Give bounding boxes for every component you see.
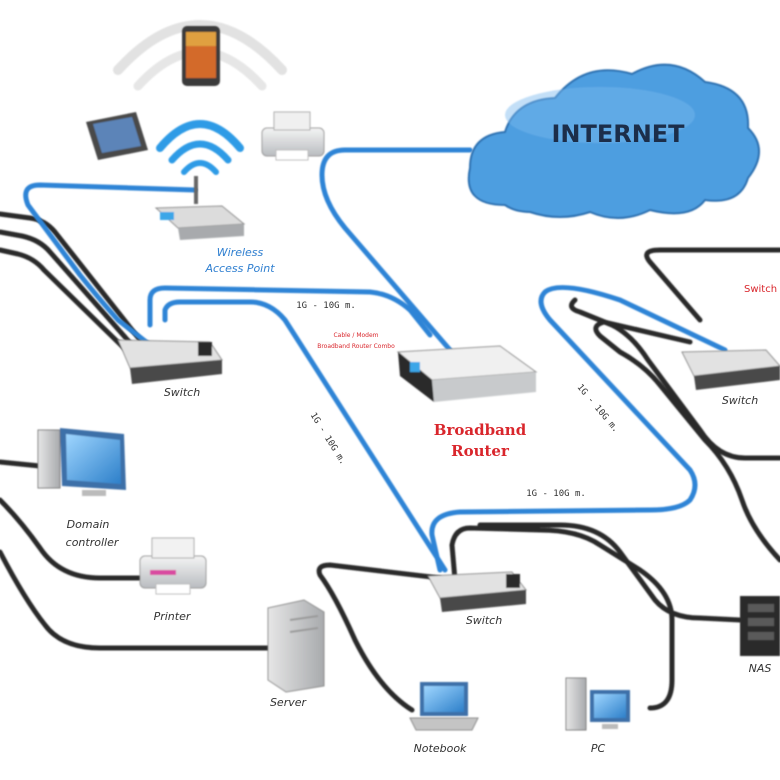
cable-left-center-switch — [162, 299, 448, 573]
notebook: Notebook — [409, 682, 479, 755]
switch-center-label: Switch — [466, 614, 502, 627]
nas: NAS — [740, 596, 780, 675]
access-point-label-1: Wireless — [217, 246, 264, 259]
nas-icon — [740, 596, 780, 656]
switch-center: Switch — [427, 571, 527, 627]
domain-controller-label-2: controller — [66, 536, 120, 549]
broadband-router: Cable / Modem Broadband Router Combo Bro… — [317, 332, 538, 460]
switch-right-note: Switch — [744, 284, 777, 295]
pc-label: PC — [591, 742, 606, 755]
cable-right-1 — [644, 247, 780, 323]
printer-icon — [139, 537, 207, 595]
cable-label-2: 1G - 10G m. — [308, 411, 348, 467]
monitor-icon — [37, 428, 126, 496]
server-icon — [267, 599, 325, 693]
cable-server — [0, 549, 273, 651]
router-label-2: Router — [451, 442, 510, 460]
internet-cloud: INTERNET — [467, 63, 760, 220]
pc-icon — [565, 677, 630, 731]
cloud-icon — [467, 63, 760, 220]
cable-right-2 — [569, 297, 780, 461]
tablet-icon — [86, 112, 148, 160]
cable-notebook — [316, 562, 443, 713]
cable-ap-left-switch — [23, 182, 198, 348]
printer: Printer — [139, 537, 207, 623]
cable-pc — [449, 525, 675, 711]
notebook-label: Notebook — [414, 742, 467, 755]
internet-label: INTERNET — [551, 120, 685, 148]
switch-icon — [681, 349, 780, 390]
pc: PC — [565, 677, 630, 755]
router-label-1: Broadband — [434, 421, 527, 439]
switch-icon — [117, 339, 223, 384]
server-label: Server — [270, 696, 308, 709]
router-icon — [396, 345, 538, 402]
switch-icon — [427, 571, 527, 612]
blue-cables — [23, 147, 728, 573]
cable-label-4: 1G - 10G m. — [526, 489, 586, 499]
cable-labels: 1G - 10G m. 1G - 10G m. 1G - 10G m. 1G -… — [296, 301, 620, 499]
switch-right: Switch Switch — [681, 284, 780, 407]
cable-left-3 — [0, 247, 129, 353]
access-point-icon — [154, 176, 246, 240]
cable-label-1: 1G - 10G m. — [296, 301, 356, 311]
smartphone-icon — [182, 26, 220, 86]
cable-printer — [0, 497, 143, 581]
nas-label: NAS — [749, 662, 772, 675]
cable-left-switch-router — [147, 285, 433, 338]
router-note-1: Cable / Modem — [333, 332, 378, 339]
switch-left-label: Switch — [164, 386, 200, 399]
domain-controller-label-1: Domain — [67, 518, 110, 531]
access-point-label-2: Access Point — [204, 262, 275, 275]
cable-nas — [477, 522, 743, 623]
domain-controller: Domain controller — [37, 428, 126, 549]
router-note-2: Broadband Router Combo — [317, 343, 395, 350]
cable-right-3 — [593, 319, 780, 563]
wireless-area: Wireless Access Point — [86, 20, 325, 275]
switch-right-label: Switch — [722, 394, 758, 407]
printer-label: Printer — [154, 610, 192, 623]
switch-left: Switch — [117, 339, 223, 399]
printer-icon — [261, 111, 325, 161]
cable-router-internet — [319, 147, 473, 353]
cable-domain-controller — [0, 459, 43, 469]
cable-left-2 — [0, 229, 135, 348]
black-cables — [0, 211, 780, 713]
cable-right-center-switch — [429, 285, 728, 573]
laptop-icon — [409, 682, 479, 731]
server: Server — [267, 599, 325, 709]
